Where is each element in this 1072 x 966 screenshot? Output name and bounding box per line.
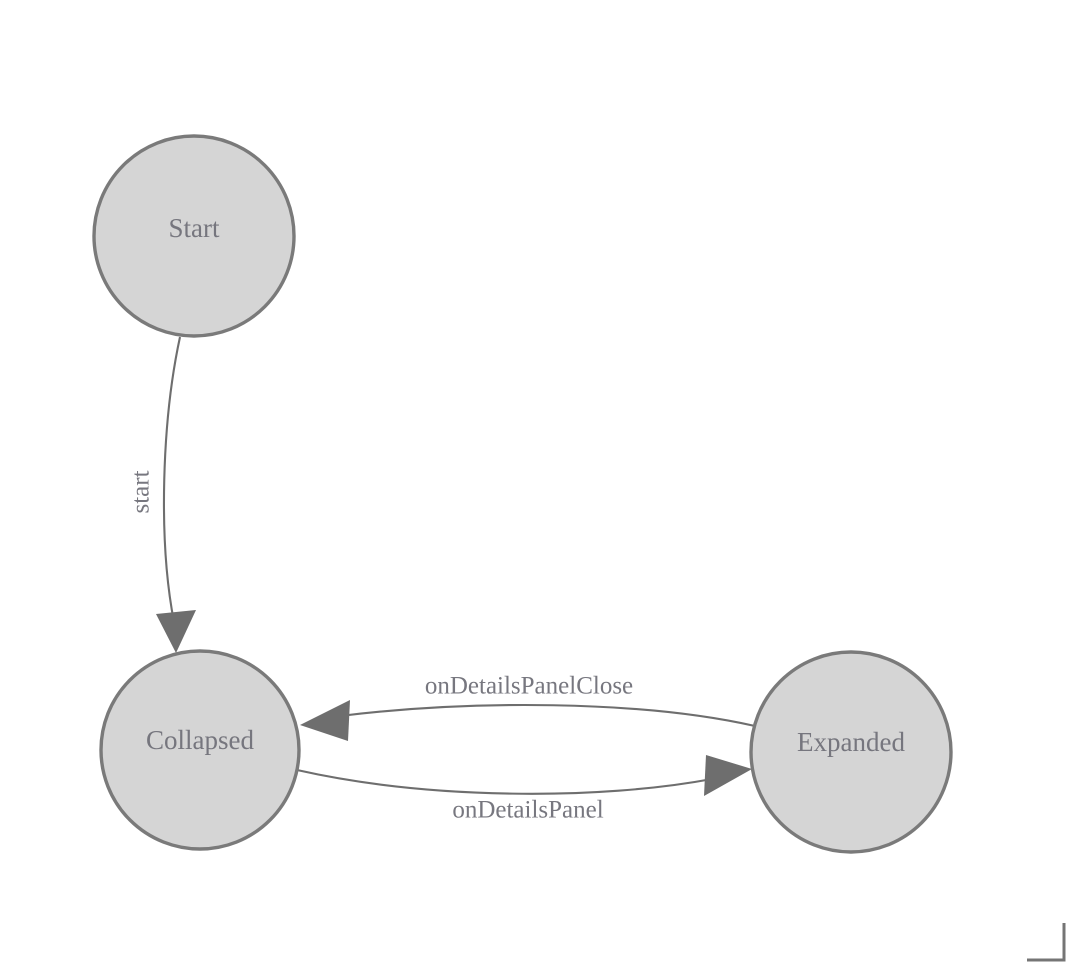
state-node-start[interactable]: Start <box>92 134 296 338</box>
state-node-expanded-circle <box>749 650 953 854</box>
transition-on-details-panel-close-label: onDetailsPanelClose <box>425 673 633 700</box>
transition-on-details-panel-path <box>296 768 713 795</box>
state-node-expanded-label: Expanded <box>797 727 905 757</box>
state-node-start-label: Start <box>169 213 220 243</box>
state-node-collapsed-label: Collapsed <box>146 725 254 755</box>
state-node-collapsed-circle <box>99 649 301 851</box>
state-node-collapsed[interactable]: Collapsed <box>99 649 301 851</box>
transition-on-details-panel-arrowhead <box>704 755 752 796</box>
transition-on-details-panel-close-path <box>339 703 756 728</box>
resize-handle-icon[interactable] <box>1027 923 1066 962</box>
transition-start-label: start <box>128 470 155 513</box>
transition-start-path <box>162 336 182 623</box>
transition-start-arrowhead <box>156 610 196 653</box>
transition-on-details-panel-close-arrowhead <box>300 700 350 741</box>
transition-on-details-panel-label: onDetailsPanel <box>452 797 603 824</box>
transition-start[interactable]: start <box>128 336 196 653</box>
transition-on-details-panel-close[interactable]: onDetailsPanelClose <box>300 673 756 741</box>
transition-on-details-panel[interactable]: onDetailsPanel <box>296 755 752 824</box>
state-node-start-circle <box>92 134 296 338</box>
state-node-expanded[interactable]: Expanded <box>749 650 953 854</box>
